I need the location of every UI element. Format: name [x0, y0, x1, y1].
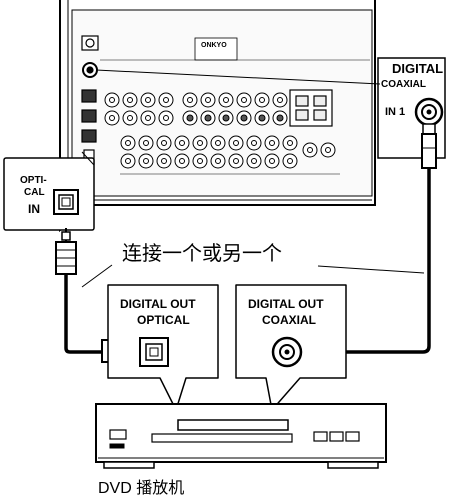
- optical-out-line1: DIGITAL OUT: [120, 297, 196, 311]
- digital-label: DIGITAL: [392, 61, 444, 76]
- coaxial-label: COAXIAL: [381, 79, 426, 90]
- in-1-label: IN 1: [385, 106, 406, 118]
- dvd-disc-tray: [177, 419, 289, 431]
- dvd-player-label: DVD 播放机: [98, 480, 185, 497]
- optical-label-line3: IN: [28, 202, 40, 216]
- coaxial-out-line1: DIGITAL OUT: [248, 297, 324, 311]
- optical-out-line2: OPTICAL: [137, 313, 190, 327]
- coaxial-out-line2: COAXIAL: [262, 313, 316, 327]
- optical-label-line2: CAL: [24, 187, 45, 198]
- optical-in-callout: [3, 151, 95, 231]
- receiver-rear-panel: [59, 0, 376, 233]
- connect-either-text: 连接一个或另一个: [122, 243, 282, 265]
- coaxial-out-callout: [235, 284, 347, 411]
- optical-out-callout: [107, 284, 219, 411]
- dvd-player: [95, 403, 387, 469]
- optical-label-line1: OPTI-: [20, 175, 47, 186]
- receiver-brand-label: ONKYO: [201, 42, 227, 49]
